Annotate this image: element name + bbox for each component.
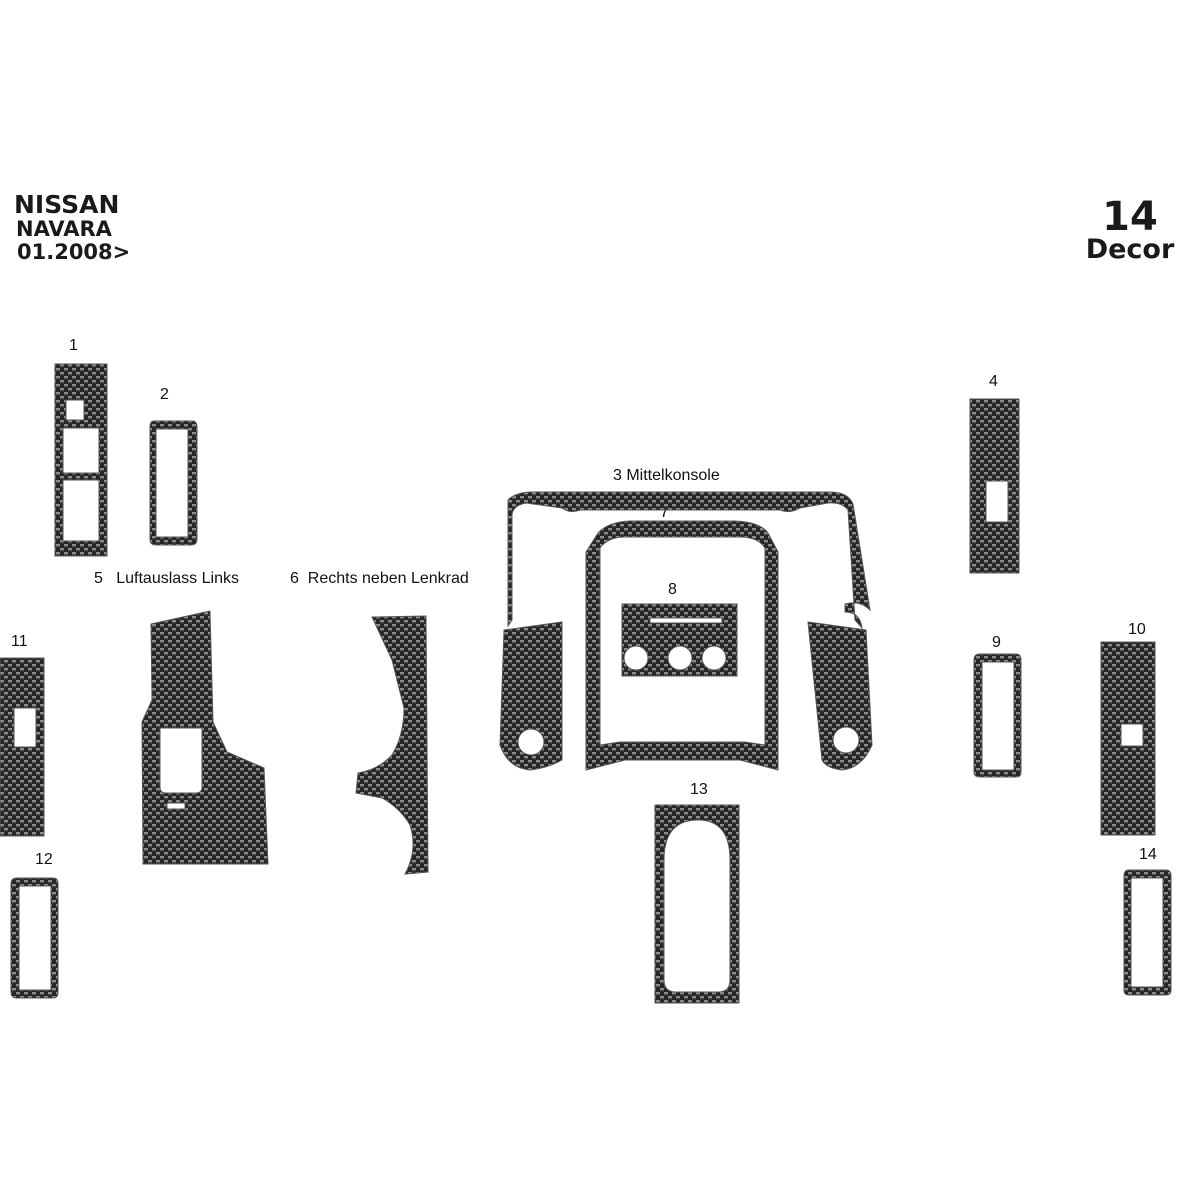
part-label-5: 5 Luftauslass Links	[94, 570, 239, 587]
part-3-right-side	[807, 621, 873, 771]
part-label-10: 10	[1128, 621, 1146, 638]
part-11-switch-panel	[0, 657, 45, 837]
part-label-4: 4	[989, 373, 998, 390]
part-6-right-of-steering	[355, 615, 429, 875]
part-label-13: 13	[690, 781, 708, 798]
part-9-switch-frame	[973, 653, 1022, 778]
part-14-switch-frame	[1123, 869, 1172, 996]
part-1-window-switch-panel	[54, 363, 108, 557]
part-3-center-console	[499, 491, 873, 771]
part-label-8: 8	[668, 581, 677, 598]
part-3-left-side	[499, 621, 563, 771]
part-label-2: 2	[160, 386, 169, 403]
product-name: Decor	[1086, 234, 1175, 265]
part-label-1: 1	[69, 337, 78, 354]
part-13-gear-surround	[654, 804, 740, 1004]
part-label-3: 3 Mittelkonsole	[613, 467, 720, 484]
part-label-9: 9	[992, 634, 1001, 651]
part-7-inner-frame	[585, 520, 779, 771]
part-label-7: 7	[660, 504, 669, 521]
part-4-switch-panel	[969, 398, 1020, 574]
part-label-6: 6 Rechts neben Lenkrad	[290, 570, 469, 587]
piece-count: 14	[1102, 194, 1158, 240]
part-label-12: 12	[35, 851, 53, 868]
part-10-switch-panel	[1100, 641, 1156, 836]
part-5-air-vent-left	[141, 610, 269, 865]
part-2-switch-frame	[149, 420, 198, 546]
vehicle-date: 01.2008>	[17, 240, 130, 264]
vehicle-make: NISSAN	[14, 190, 119, 219]
part-label-11: 11	[11, 633, 28, 650]
vehicle-model: NAVARA	[16, 217, 113, 241]
part-3-top-frame	[507, 491, 871, 630]
part-12-switch-frame	[10, 877, 59, 999]
part-label-14: 14	[1139, 846, 1157, 863]
part-8-climate-panel	[621, 603, 738, 677]
